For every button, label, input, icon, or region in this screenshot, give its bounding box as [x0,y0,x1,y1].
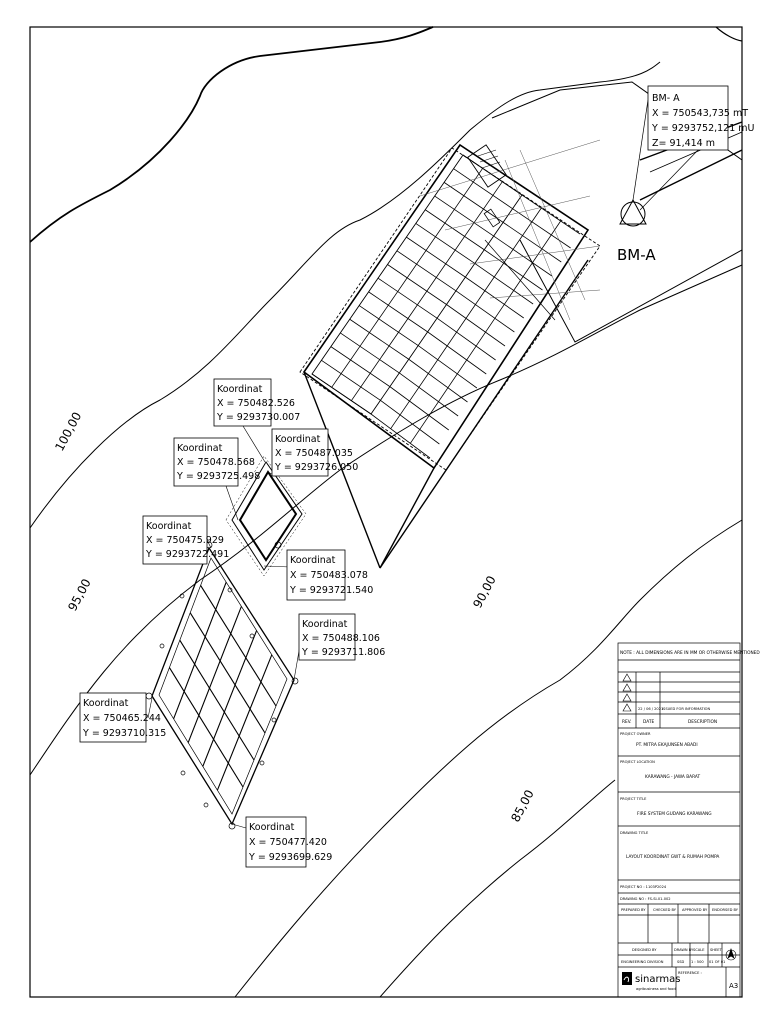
svg-text:X = 750465.244: X = 750465.244 [83,713,161,724]
tb-drawing-label: DRAWING TITLE [620,831,649,835]
coordinate-callout: Koordinat X = 750483.078 Y = 9293721.540 [286,549,373,601]
tb-checked: CHECKED BY [653,908,677,912]
tb-rev-desc: ISSUED FOR INFORMATION [662,707,710,711]
company-logo: sinarmas agribusiness and food [622,972,680,991]
svg-text:Y = 9293730.007: Y = 9293730.007 [216,412,300,423]
svg-text:X = 750482.526: X = 750482.526 [217,398,295,409]
company-tagline: agribusiness and food [636,987,676,991]
svg-text:Y = 9293726.050: Y = 9293726.050 [274,462,358,473]
contour-label-85: 85,00 [508,787,536,824]
warehouse-building [299,139,601,569]
benchmark-label: BM-A [617,246,656,264]
svg-text:X = 750488.106: X = 750488.106 [302,633,380,644]
tb-designer: ENGINEERING DIVISION [621,960,664,964]
tb-drawn-val: SSD [677,960,685,964]
benchmark-triangle-icon [619,198,647,225]
contour-label-100: 100,00 [52,410,84,454]
tb-col-date: DATE [643,719,654,725]
tb-endorsed: ENDORSED BY [712,908,739,912]
tb-project-no: PROJECT NO : 1103P2024 [620,885,667,889]
tb-drawing-no: DRAWING NO : FS-SI-01-002 [620,897,671,901]
tb-location-label: PROJECT LOCATION [620,760,655,764]
svg-text:Koordinat: Koordinat [83,698,129,709]
tb-scale: SCALE [693,948,705,952]
revision-triangles [622,673,632,712]
contour-label-90: 90,00 [470,573,498,610]
tb-title-value: FIRE SYSTEM GUDANG KARAWANG [637,811,712,817]
tb-owner-value: PT. MITRA EKAJUNSEN ABADI [636,742,698,748]
benchmark-box [647,85,729,151]
pump-house [225,455,307,577]
tb-designed: DESIGNED BY [632,948,657,952]
solar-panel-grid [311,154,581,459]
title-block [617,642,741,998]
tb-title-label: PROJECT TITLE [620,797,647,801]
tb-approved: APPROVED BY [682,908,708,912]
coordinate-callout: Koordinat X = 750482.526 Y = 9293730.007 [213,378,300,427]
ground-water-tank [145,541,299,830]
benchmark-marker: BM- A X = 750543,735 mT Y = 9293752,121 … [617,85,755,264]
tb-paper-size: A3 [729,982,738,990]
svg-text:Y = 9293699.629: Y = 9293699.629 [248,852,332,863]
tb-drawing-value: LAYOUT KOORDINAT GWT & RUMAH POMPA [626,854,719,860]
svg-text:Koordinat: Koordinat [217,384,263,395]
svg-text:Koordinat: Koordinat [290,555,336,566]
revision-triangle-icon [622,693,632,702]
svg-text:X = 750483.078: X = 750483.078 [290,570,368,581]
tb-scale-val: 1 : 500 [691,960,704,964]
tb-col-rev: REV. [622,719,631,725]
benchmark-x: X = 750543,735 mT [652,108,748,119]
svg-text:Koordinat: Koordinat [146,521,192,532]
tb-reference: REFERENCE : [678,971,702,975]
benchmark-y: Y = 9293752,121 mU [651,123,755,134]
coordinate-callout: Koordinat X = 750465.244 Y = 9293710.315 [79,692,166,743]
tank-grid [168,582,277,791]
svg-text:X = 750475.929: X = 750475.929 [146,535,224,546]
sheet-border [29,26,743,998]
coordinate-callouts: Koordinat X = 750482.526 Y = 9293730.007… [79,378,385,868]
coordinate-callout: Koordinat X = 750487.035 Y = 9293726.050 [271,428,358,477]
revision-triangle-icon [622,703,632,712]
contour-lines [29,26,743,998]
contour-label-95: 95,00 [65,576,93,613]
tb-owner-label: PROJECT OWNER [620,732,651,736]
tb-location-value: KARAWANG - JAWA BARAT [645,774,700,780]
title-block-text: NOTE : ALL DIMENSIONS ARE IN MM OR OTHER… [620,650,760,990]
tb-drawn: DRAWN BY [674,948,694,952]
coordinate-callout: Koordinat X = 750477.420 Y = 9293699.629 [245,816,332,868]
tb-sheet-val: 01 OF 01 [709,960,725,964]
svg-text:Koordinat: Koordinat [275,434,321,445]
revision-triangle-icon [622,673,632,682]
svg-text:X = 750477.420: X = 750477.420 [249,837,327,848]
coordinate-callout: Koordinat X = 750488.106 Y = 9293711.806 [298,613,385,661]
svg-text:Y = 9293711.806: Y = 9293711.806 [301,647,385,658]
svg-text:Y = 9293721.540: Y = 9293721.540 [289,585,373,596]
tb-rev-date: 22 / 06 / 2021 [638,707,663,711]
benchmark-z: Z= 91,414 m [652,138,715,149]
company-name: sinarmas [635,974,680,985]
revision-triangle-icon [622,683,632,692]
svg-text:Y = 9293725.498: Y = 9293725.498 [176,471,260,482]
svg-text:Y = 9293710.315: Y = 9293710.315 [82,728,166,739]
benchmark-title: BM- A [652,93,680,104]
coordinate-callout: Koordinat X = 750478.568 Y = 9293725.498 [173,437,260,487]
svg-text:Koordinat: Koordinat [249,822,295,833]
benchmark-circle-icon [620,201,646,227]
tb-prepared: PREPARED BY [621,908,646,912]
svg-text:Koordinat: Koordinat [302,619,348,630]
svg-text:X = 750487.035: X = 750487.035 [275,448,353,459]
tb-sheet: SHEET [710,948,723,952]
coordinate-callout: Koordinat X = 750475.929 Y = 9293722.491 [142,515,229,565]
svg-text:X = 750478.568: X = 750478.568 [177,457,255,468]
sinarmas-logo-icon [622,972,632,985]
north-arrow-icon [725,948,737,961]
svg-text:Koordinat: Koordinat [177,443,223,454]
svg-text:Y = 9293722.491: Y = 9293722.491 [145,549,229,560]
tb-col-desc: DESCRIPTION [688,719,717,725]
tb-note: NOTE : ALL DIMENSIONS ARE IN MM OR OTHER… [620,650,760,656]
